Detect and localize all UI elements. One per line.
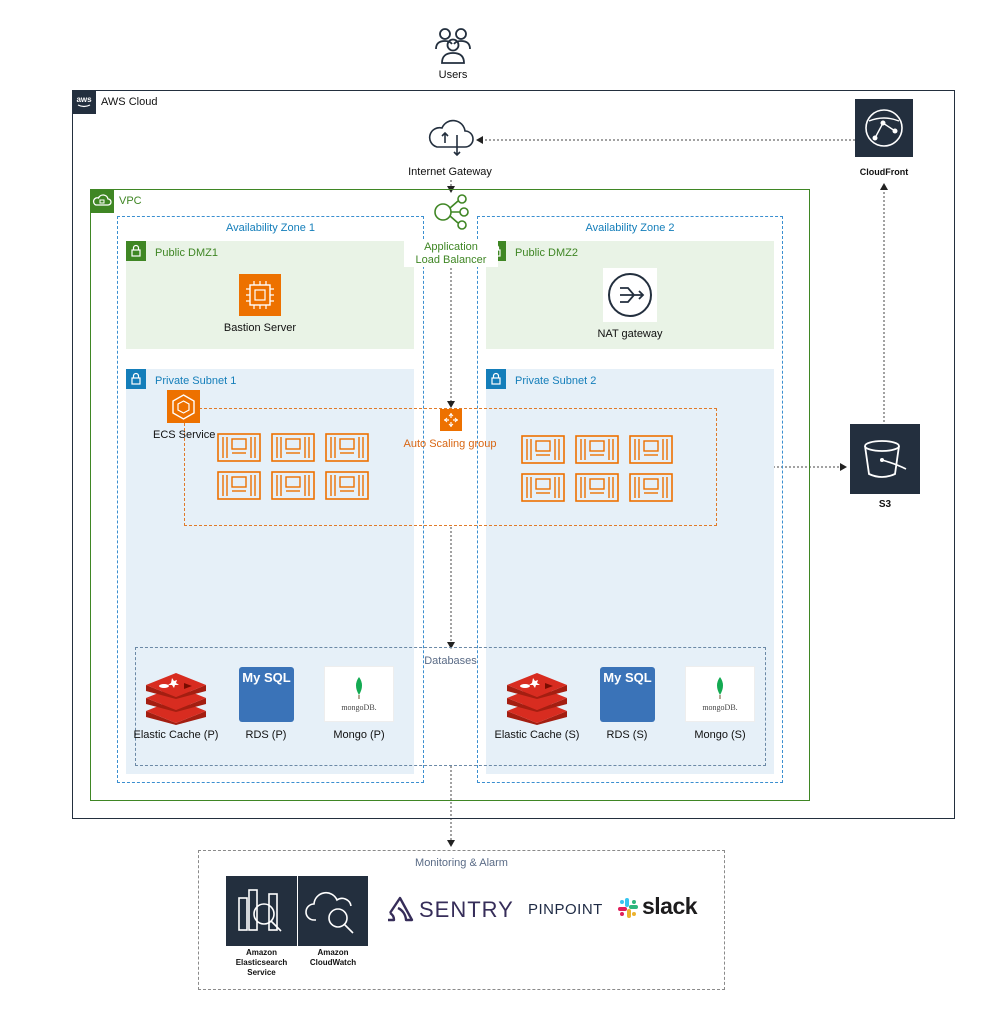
es-label-line1: Amazon xyxy=(245,948,278,957)
container-icon xyxy=(217,471,261,500)
mongodb-logo-text: mongoDB. xyxy=(702,703,738,712)
aws-cloud-group xyxy=(72,90,955,819)
ecs-service-label: ECS Service xyxy=(153,429,216,441)
load-balancer-icon xyxy=(432,193,470,231)
users-icon xyxy=(433,25,473,65)
container-icon xyxy=(575,435,619,464)
private-subnet-2-label: Private Subnet 2 xyxy=(515,375,597,387)
databases-group xyxy=(135,647,766,766)
mongo-p-label: Mongo (P) xyxy=(333,729,385,741)
alb-label-line2: Load Balancer xyxy=(415,254,487,266)
mongo-s-label: Mongo (S) xyxy=(694,729,746,741)
nat-gateway-icon xyxy=(603,268,657,322)
svg-text:aws: aws xyxy=(76,95,92,104)
asg-label: Auto Scaling group xyxy=(403,438,497,450)
cloudwatch-label: Amazon CloudWatch xyxy=(293,948,373,968)
slack-logo-icon xyxy=(617,897,639,919)
mongodb-logo-text: mongoDB. xyxy=(341,703,377,712)
container-icon xyxy=(325,433,369,462)
elasticsearch-icon xyxy=(226,876,297,946)
internet-gateway-icon xyxy=(427,115,475,161)
container-icon xyxy=(271,471,315,500)
nat-gateway-label: NAT gateway xyxy=(597,328,663,340)
cloudwatch-icon xyxy=(298,876,368,946)
container-icon xyxy=(629,473,673,502)
cloudfront-icon xyxy=(855,99,913,157)
pinpoint-logo-text: PINPOINT xyxy=(528,901,603,918)
container-icon xyxy=(521,473,565,502)
s3-icon xyxy=(850,424,920,494)
vpc-label: VPC xyxy=(119,195,142,207)
redis-icon xyxy=(505,673,569,725)
slack-logo-text: slack xyxy=(642,893,698,919)
ec2-instance-icon xyxy=(239,274,281,316)
cloudfront-label: CloudFront xyxy=(859,167,909,177)
ecs-tasks-az1 xyxy=(217,433,369,500)
mongodb-icon: mongoDB. xyxy=(324,666,394,722)
container-icon xyxy=(575,473,619,502)
s3-label: S3 xyxy=(878,499,892,510)
bastion-server-label: Bastion Server xyxy=(223,322,297,334)
monitoring-group xyxy=(198,850,725,990)
databases-label: Databases xyxy=(424,655,477,667)
private-subnet-1-label: Private Subnet 1 xyxy=(155,375,237,387)
public-subnet-1-label: Public DMZ1 xyxy=(155,247,218,259)
rds-p-label: RDS (P) xyxy=(245,729,287,741)
alb-label: Application Load Balancer xyxy=(404,241,498,267)
cw-label-line2: CloudWatch xyxy=(309,958,357,967)
public-subnet-2-label: Public DMZ2 xyxy=(515,247,578,259)
lock-icon xyxy=(126,241,146,261)
container-icon xyxy=(217,433,261,462)
mysql-logo-text: My SQL xyxy=(603,670,652,685)
container-icon xyxy=(325,471,369,500)
container-icon xyxy=(521,435,565,464)
ecs-icon xyxy=(167,390,200,423)
mysql-icon: My SQL xyxy=(600,667,655,722)
redis-icon xyxy=(144,673,208,725)
monitoring-label: Monitoring & Alarm xyxy=(415,857,508,869)
sentry-logo-text: SENTRY xyxy=(419,897,514,922)
container-icon xyxy=(271,433,315,462)
az2-label: Availability Zone 2 xyxy=(585,222,675,234)
vpc-cloud-icon xyxy=(90,189,114,213)
internet-gateway-label: Internet Gateway xyxy=(408,166,492,178)
availability-zone-2 xyxy=(477,216,783,783)
cw-label-line1: Amazon xyxy=(317,948,349,957)
mysql-logo-text: My SQL xyxy=(242,670,291,685)
alb-label-line1: Application xyxy=(424,241,478,253)
es-label-line3: Service xyxy=(247,968,276,977)
users-label: Users xyxy=(438,69,468,81)
elastic-cache-p-label: Elastic Cache (P) xyxy=(133,729,219,741)
lock-icon xyxy=(486,369,506,389)
rds-s-label: RDS (S) xyxy=(606,729,648,741)
vpc-group xyxy=(90,189,810,801)
ecs-tasks-az2 xyxy=(521,435,673,502)
mongodb-icon: mongoDB. xyxy=(685,666,755,722)
auto-scaling-group xyxy=(184,408,717,526)
aws-cloud-label: AWS Cloud xyxy=(101,96,158,108)
es-label-line2: Elasticsearch xyxy=(235,958,288,967)
az1-label: Availability Zone 1 xyxy=(225,222,316,234)
auto-scaling-icon xyxy=(440,409,462,431)
availability-zone-1 xyxy=(117,216,424,783)
container-icon xyxy=(629,435,673,464)
elasticsearch-label: Amazon Elasticsearch Service xyxy=(221,948,302,978)
sentry-logo-icon xyxy=(386,896,414,922)
elastic-cache-s-label: Elastic Cache (S) xyxy=(494,729,580,741)
lock-icon xyxy=(126,369,146,389)
aws-logo-icon: aws xyxy=(72,90,96,114)
mysql-icon: My SQL xyxy=(239,667,294,722)
